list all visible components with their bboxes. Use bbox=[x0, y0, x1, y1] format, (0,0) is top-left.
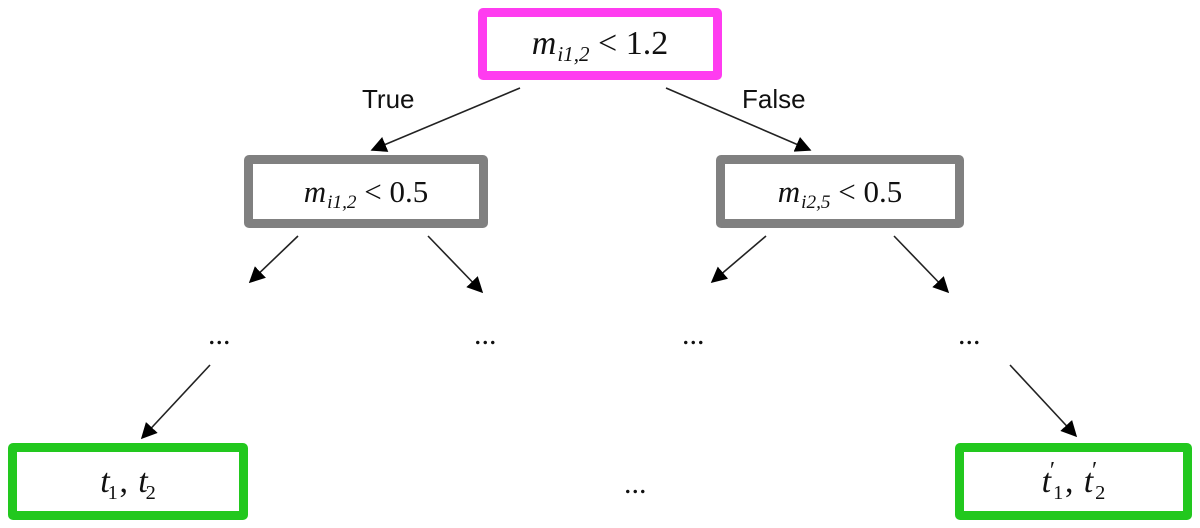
edge-to-leaf-right bbox=[1009, 364, 1078, 438]
edge-right-a bbox=[710, 235, 767, 284]
leaf-left-t2: t bbox=[138, 462, 148, 500]
left-value: 0.5 bbox=[389, 173, 429, 209]
left-op: < bbox=[364, 173, 382, 209]
right-var: m bbox=[777, 173, 801, 209]
edge-right-b bbox=[893, 235, 950, 294]
leaf-right-t1-prime: ′ bbox=[1049, 458, 1056, 485]
ellipsis-3: ... bbox=[682, 318, 705, 351]
right-value: 0.5 bbox=[863, 173, 903, 209]
leaf-left-t1-sub: 1 bbox=[107, 481, 118, 504]
right-sub: i2,5 bbox=[801, 191, 831, 213]
root-value: 1.2 bbox=[625, 25, 669, 62]
leaf-right-sep: , bbox=[1065, 462, 1074, 500]
leaf-right-t2-prime: ′ bbox=[1091, 458, 1098, 485]
leaf-left-t1: t bbox=[100, 462, 110, 500]
right-op: < bbox=[838, 173, 856, 209]
edge-left-b bbox=[427, 235, 484, 294]
left-var: m bbox=[303, 173, 327, 209]
left-node: m i1,2 < 0.5 bbox=[244, 155, 488, 228]
edge-label-false: False bbox=[742, 84, 806, 114]
leaf-right-t2: t bbox=[1083, 462, 1094, 500]
leaf-right-node: t ′ 1 , t ′ 2 bbox=[955, 443, 1192, 520]
root-node: m i1,2 < 1.2 bbox=[478, 8, 722, 80]
ellipsis-4: ... bbox=[958, 318, 981, 351]
root-sub: i1,2 bbox=[557, 41, 590, 66]
root-op: < bbox=[598, 25, 618, 62]
edge-to-leaf-left bbox=[140, 364, 211, 440]
leaf-left-t2-sub: 2 bbox=[145, 481, 156, 504]
edge-left-a bbox=[248, 235, 299, 284]
ellipsis-5: ... bbox=[624, 467, 647, 500]
leaf-right-t1: t bbox=[1041, 462, 1052, 500]
left-sub: i1,2 bbox=[327, 191, 357, 213]
edge-root-true bbox=[370, 87, 521, 152]
ellipsis-2: ... bbox=[474, 318, 497, 351]
leaf-left-sep: , bbox=[119, 462, 129, 500]
edge-label-true: True bbox=[362, 84, 415, 114]
right-node: m i2,5 < 0.5 bbox=[716, 155, 964, 228]
leaf-right-t1-sub: 1 bbox=[1053, 481, 1064, 504]
edge-root-false bbox=[665, 87, 812, 152]
root-var: m bbox=[531, 25, 557, 62]
leaf-left-node: t 1 , t 2 bbox=[8, 443, 248, 520]
ellipsis-1: ... bbox=[208, 318, 231, 351]
leaf-right-t2-sub: 2 bbox=[1095, 481, 1106, 504]
